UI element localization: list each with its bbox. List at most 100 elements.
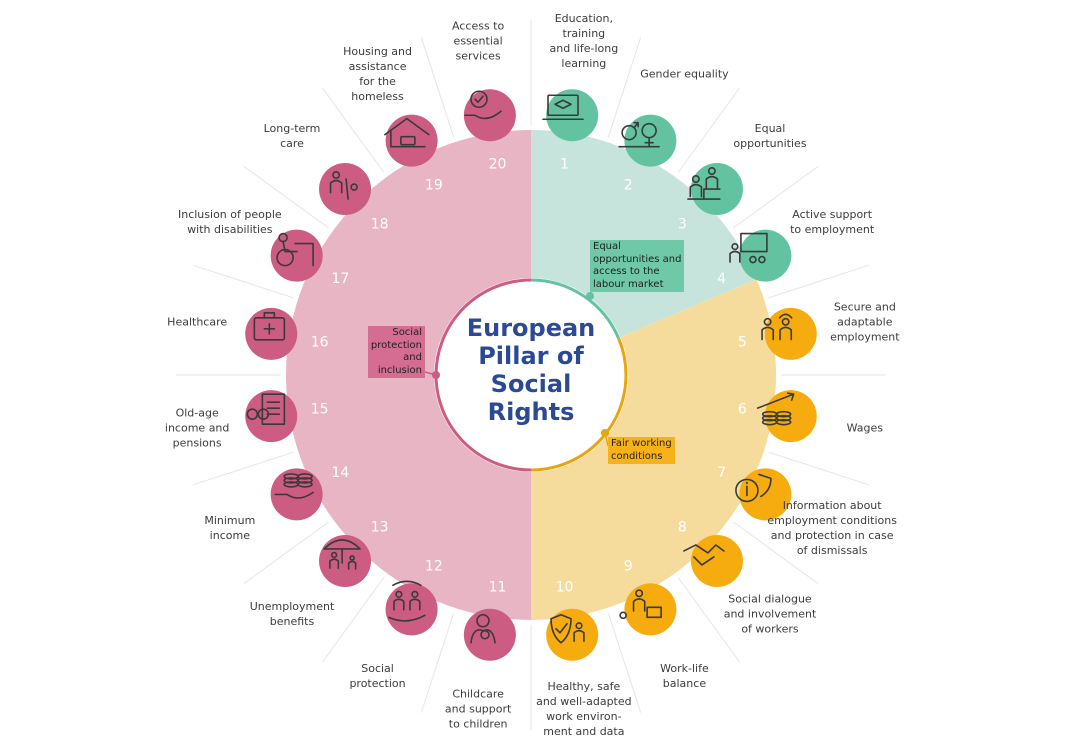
first-aid-kit-icon: [253, 312, 286, 341]
divider-line: [420, 37, 455, 138]
divider-line: [768, 264, 869, 299]
principle-circle-8: [690, 534, 743, 587]
central-hub: [424, 259, 628, 472]
divider-line: [321, 576, 385, 663]
principle-label-20: Access to essential services: [452, 19, 505, 63]
principle-circle-11: [463, 608, 516, 661]
principle-circle-2: [624, 114, 677, 167]
principle-number-15: 15: [311, 401, 329, 417]
principle-circle-9: [624, 583, 677, 636]
principle-icons: [246, 90, 795, 644]
wheelchair-desk-icon: [276, 232, 314, 267]
principle-label-2: Gender equality: [640, 67, 729, 81]
principle-number-16: 16: [311, 335, 329, 351]
divider-line: [768, 451, 869, 486]
principle-number-6: 6: [738, 401, 747, 417]
principle-number-13: 13: [371, 519, 389, 535]
principle-circle-18: [319, 163, 372, 216]
principle-number-8: 8: [678, 519, 687, 535]
diagram-title: European Pillar of Social Rights: [466, 314, 596, 426]
divider-line: [607, 612, 642, 713]
principle-label-14: Minimum income: [204, 514, 256, 543]
principle-number-2: 2: [624, 177, 633, 193]
principle-label-16: Healthcare: [167, 315, 228, 329]
work-life-icon: [619, 589, 662, 620]
principle-number-19: 19: [425, 177, 443, 193]
fair-connector-dot: [601, 429, 609, 437]
principle-label-9: Work-life balance: [660, 662, 709, 691]
protected-workers-icon: [388, 580, 426, 622]
principle-circle-13: [319, 534, 372, 587]
presentation-icon: [729, 232, 768, 264]
principle-label-7: Information about employment conditions …: [767, 499, 897, 558]
hub-ring-fair: [530, 338, 628, 472]
principle-number-7: 7: [717, 465, 726, 481]
elderly-care-icon: [329, 171, 358, 200]
divider-line: [607, 37, 642, 138]
hub-circle: [434, 278, 628, 472]
child-care-icon: [470, 613, 496, 644]
divider-line: [732, 521, 819, 585]
shelter-icon: [384, 117, 430, 148]
safety-worker-icon: [550, 613, 585, 644]
hand-service-icon: [464, 90, 502, 120]
divider-line: [677, 576, 741, 663]
principle-number-9: 9: [624, 559, 633, 575]
principle-circle-6: [764, 390, 817, 443]
divider-line: [677, 87, 741, 174]
principle-label-19: Housing and assistance for the homeless: [343, 44, 412, 103]
coins-growth-icon: [756, 392, 795, 426]
category-label-equal: Equal opportunities and access to the la…: [590, 240, 685, 292]
category-label-fair: Fair working conditions: [608, 437, 675, 464]
principle-label-1: Education, training and life-long learni…: [549, 12, 619, 71]
principle-number-3: 3: [678, 217, 687, 233]
principle-number-14: 14: [331, 465, 349, 481]
principle-circle-4: [739, 229, 792, 282]
category-label-social: Social protection and inclusion: [367, 326, 425, 378]
divider-line: [732, 165, 819, 229]
hub-ring-equal: [530, 278, 621, 340]
principle-label-3: Equal opportunities: [733, 121, 807, 150]
principle-number-1: 1: [560, 157, 569, 173]
principle-number-17: 17: [331, 271, 349, 287]
gender-equality-icon: [618, 121, 660, 148]
principle-label-12: Social protection: [349, 662, 406, 691]
principle-label-5: Secure and adaptable employment: [830, 300, 900, 344]
principle-number-20: 20: [489, 157, 507, 173]
principle-label-18: Long-term care: [263, 121, 321, 150]
principle-label-8: Social dialogue and involvement of worke…: [723, 592, 817, 636]
equal-connector-dot: [586, 292, 594, 300]
principle-number-10: 10: [556, 579, 574, 595]
principle-number-12: 12: [425, 559, 443, 575]
divider-line: [321, 87, 385, 174]
principle-number-18: 18: [371, 217, 389, 233]
info-shield-icon: [735, 473, 772, 503]
principle-circle-19: [385, 114, 438, 167]
social-connector-dot: [432, 371, 440, 379]
coins-hand-icon: [274, 473, 314, 499]
radial-divider-lines: [176, 20, 886, 730]
principle-circle-10: [546, 608, 599, 661]
divider-line: [420, 612, 455, 713]
umbrella-family-icon: [323, 539, 361, 570]
divider-line: [193, 264, 294, 299]
principle-label-15: Old-age income and pensions: [164, 406, 230, 450]
pension-document-icon: [246, 393, 286, 425]
principle-number-11: 11: [489, 579, 507, 595]
principle-label-4: Active support to employment: [790, 207, 875, 236]
principle-label-6: Wages: [846, 421, 884, 435]
workers-icon: [761, 313, 793, 341]
principle-number-5: 5: [738, 335, 747, 351]
divider-line: [193, 451, 294, 486]
principle-label-11: Childcare and support to children: [444, 687, 512, 731]
divider-line: [243, 165, 330, 229]
divider-line: [243, 521, 330, 585]
principle-label-13: Unemployment benefits: [249, 600, 335, 628]
principle-label-17: Inclusion of people with disabilities: [177, 207, 282, 236]
handshake-icon: [683, 544, 725, 566]
laptop-graduation-icon: [542, 94, 584, 121]
helping-climb-icon: [687, 167, 721, 200]
principle-label-10: Healthy, safe and well-adapted work envi…: [536, 679, 632, 738]
principle-number-4: 4: [717, 271, 726, 287]
